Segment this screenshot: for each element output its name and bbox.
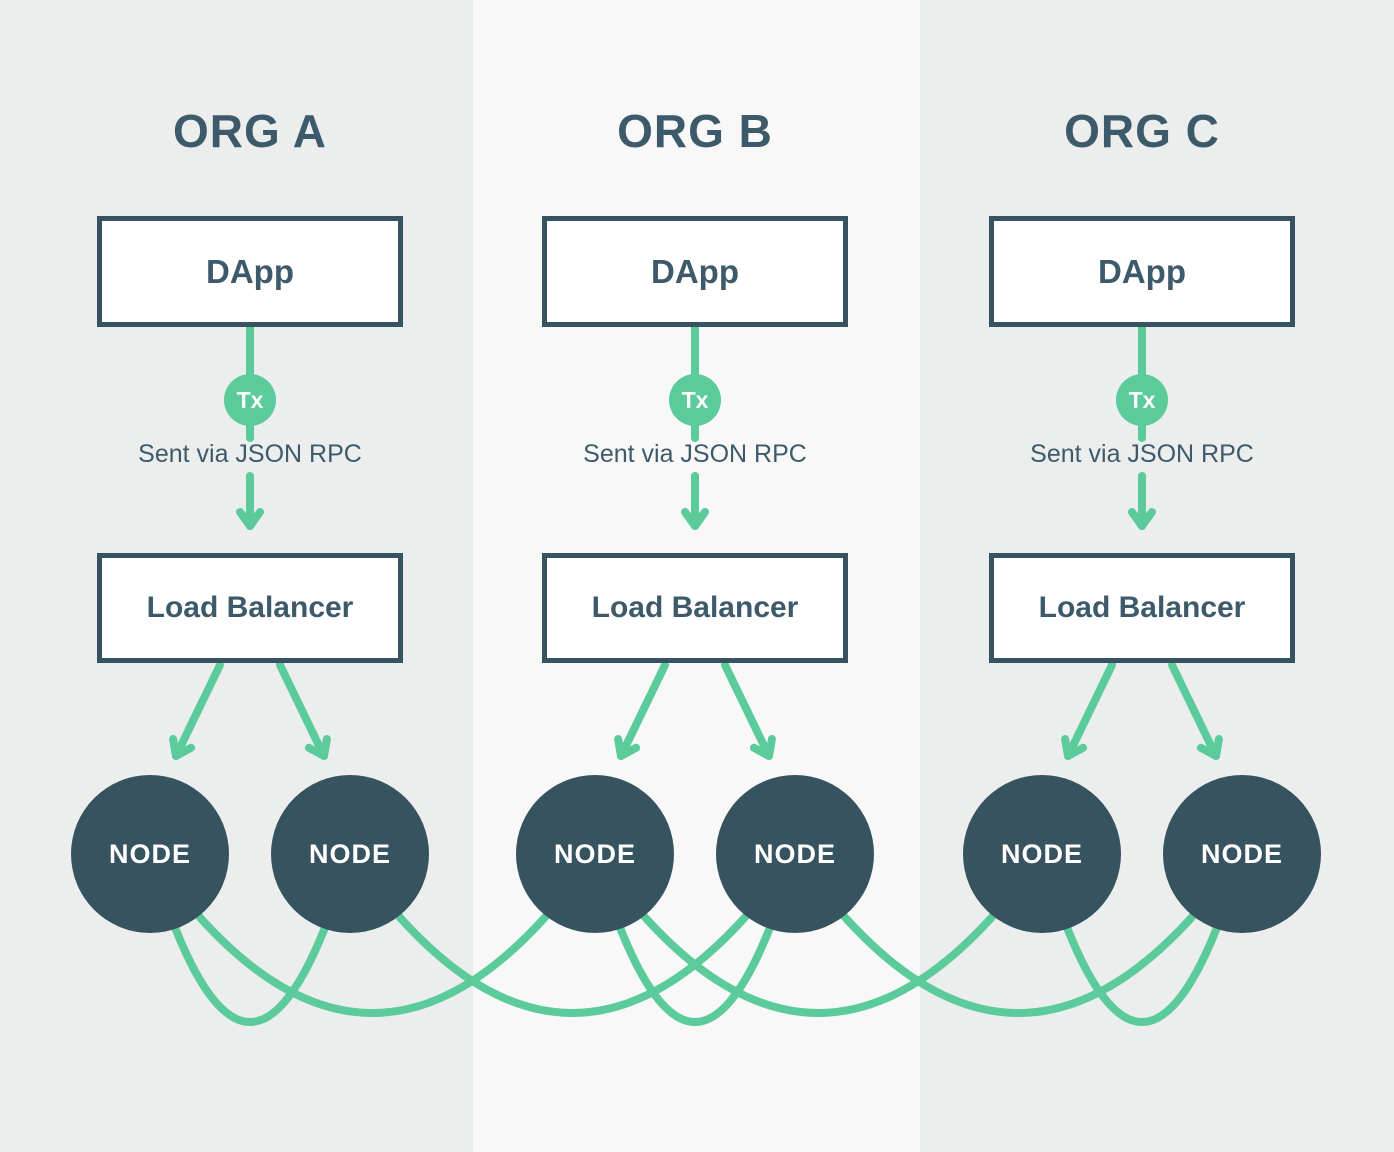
lb-to-node-arrow — [721, 661, 776, 760]
lb-to-node-arrow — [276, 661, 331, 760]
lb-to-node-arrow — [614, 661, 669, 760]
mesh-connection-c1-c2 — [1038, 850, 1246, 1026]
mesh-connection-b2-c2 — [791, 850, 1246, 1017]
mesh-connection-a1-a2 — [146, 850, 354, 1026]
lb-to-node-arrow — [1168, 661, 1223, 760]
lb-to-node-arrow — [169, 661, 224, 760]
lb-to-node-arrow — [1061, 661, 1116, 760]
mesh-connection-b1-b2 — [591, 850, 799, 1026]
mesh-connection-a1-b1 — [146, 850, 599, 1017]
